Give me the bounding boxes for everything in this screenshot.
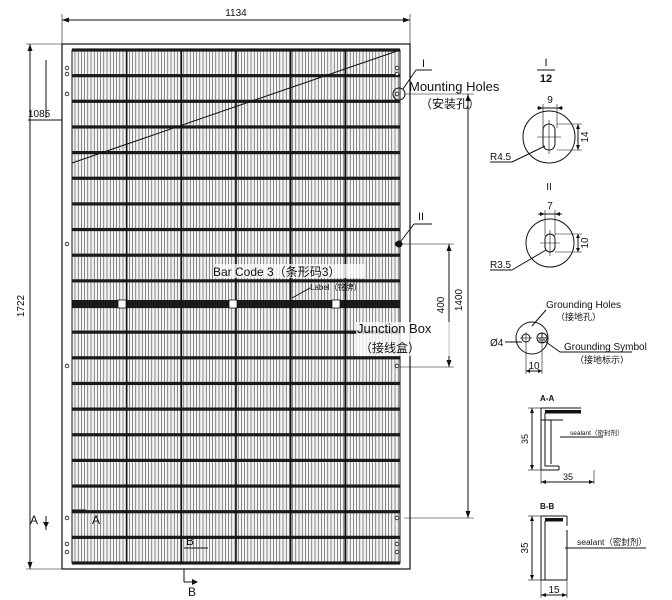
aa-title: A-A xyxy=(540,394,554,403)
callout-I-label: I xyxy=(422,58,425,70)
mounting-holes-cn-label: （安装孔） xyxy=(420,96,480,111)
height-dim-label: 1722 xyxy=(16,294,27,317)
bb-width-label: 15 xyxy=(548,585,560,596)
d1-width-label: 9 xyxy=(547,95,553,106)
frame-hole xyxy=(64,549,70,555)
frame-hole xyxy=(64,91,70,97)
aa-sealant-label: sealant（密封剂） xyxy=(570,428,623,437)
mounting-holes-label: Mounting Holes xyxy=(409,79,500,94)
callout-II: II xyxy=(395,211,432,248)
frame-hole xyxy=(394,65,400,71)
d2-radius-label: R3.5 xyxy=(490,260,512,271)
section-marker-B: B B xyxy=(183,534,208,599)
hole-span-label: 1400 xyxy=(454,288,465,311)
aa-width-label: 35 xyxy=(563,472,573,482)
frame-hole xyxy=(394,91,400,97)
d2-width-label: 7 xyxy=(547,201,553,212)
junction-box-cn-label: （接线盒） xyxy=(360,340,420,355)
frame-hole xyxy=(64,515,70,521)
scale-denominator: 12 xyxy=(540,73,552,85)
detail-scale: I 12 xyxy=(537,57,555,85)
hole-span-dimension: 1400 xyxy=(404,93,474,519)
frame-hole xyxy=(64,65,70,71)
d1-radius-label: R4.5 xyxy=(490,152,512,163)
aa-height-label: 35 xyxy=(520,434,530,444)
d1-height-label: 14 xyxy=(580,131,591,143)
bb-height-label: 35 xyxy=(520,542,531,554)
section-AA: A-A sealant（密封剂） 35 35 xyxy=(520,394,623,484)
mounting-holes-callout: I Mounting Holes （安装孔） xyxy=(392,58,500,111)
section-B-bottom: B xyxy=(188,585,196,599)
ground-dim-label: 10 xyxy=(528,361,540,372)
frame-hole xyxy=(394,71,400,77)
junction-box xyxy=(331,299,341,309)
bb-sealant-label: sealant（密封剂） xyxy=(577,537,647,547)
junction-box xyxy=(228,299,238,309)
frame-hole xyxy=(394,541,400,547)
left-offset-label: 1085 xyxy=(28,109,51,120)
junction-box-label: Junction Box xyxy=(357,321,432,336)
ground-symbol-cn-label: （接地标示） xyxy=(575,354,629,365)
junction-box xyxy=(117,299,127,309)
frame-hole xyxy=(64,541,70,547)
width-dim-label: 1134 xyxy=(225,8,247,19)
height-dimension: 1722 xyxy=(16,43,62,570)
solar-panel xyxy=(61,43,411,570)
jbox-dim-label: 400 xyxy=(436,296,447,313)
section-A-left: A xyxy=(30,513,38,527)
section-A-right: A xyxy=(92,513,100,527)
diagonal-line xyxy=(71,49,401,164)
ground-dia-label: Ø4 xyxy=(490,338,504,349)
frame-hole xyxy=(394,549,400,555)
bb-title: B-B xyxy=(540,502,554,511)
cell-grid xyxy=(64,48,400,565)
d2-height-label: 10 xyxy=(580,237,591,249)
frame-hole xyxy=(64,71,70,77)
detail-slot-small: II 7 10 R3.5 xyxy=(490,182,591,271)
section-marker-A: A A xyxy=(30,509,100,530)
section-B-top: B xyxy=(186,534,194,548)
frame-hole xyxy=(64,363,70,369)
callout-II-label: II xyxy=(418,211,424,223)
width-dimension: 1134 xyxy=(61,8,411,44)
frame-hole xyxy=(394,515,400,521)
section-BB: B-B sealant（密封剂） 35 15 xyxy=(520,502,647,598)
nameplate-label: Label（铭牌） xyxy=(310,282,362,292)
frame-hole xyxy=(394,363,400,369)
ground-holes-label: Grounding Holes xyxy=(546,300,621,311)
barcode-label: Bar Code 3（条形码3） xyxy=(213,265,340,279)
ground-symbol-label: Grounding Symbol xyxy=(564,342,647,353)
ground-holes-cn-label: （接地孔） xyxy=(556,311,601,322)
detail-slot-large: 9 14 R4.5 xyxy=(490,95,591,164)
d2-title: II xyxy=(546,182,552,193)
grounding-detail: Grounding Holes （接地孔） Ø4 10 Grounding Sy… xyxy=(490,300,647,374)
scale-numerator: I xyxy=(544,57,547,69)
frame-hole xyxy=(64,241,70,247)
